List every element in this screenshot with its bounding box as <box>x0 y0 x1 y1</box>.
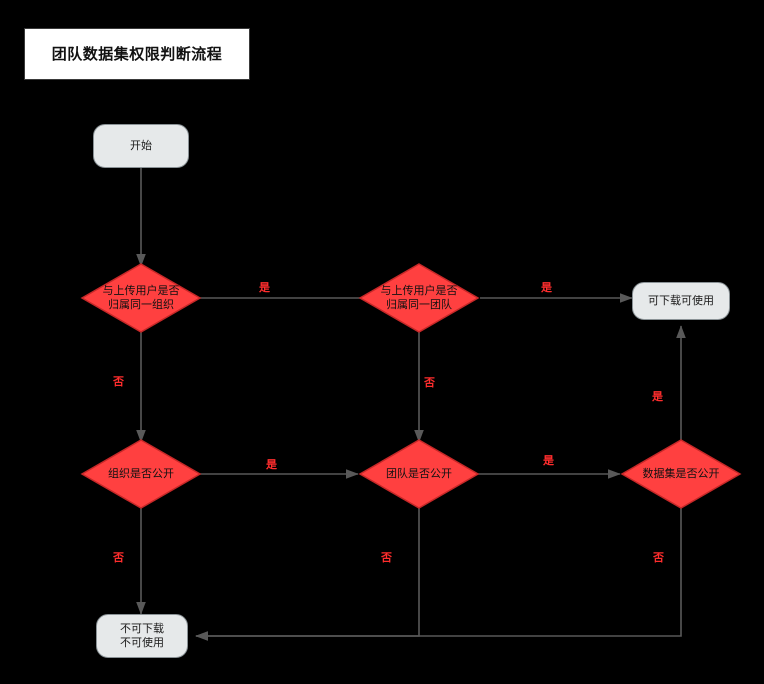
diamond-shape <box>620 439 742 509</box>
edge-label-same-team-yes: 是 <box>541 281 552 294</box>
edge-data-public-no <box>195 506 682 641</box>
edge-label-data-public-yes: 是 <box>652 390 663 403</box>
edge-team-public-no <box>195 506 420 641</box>
edge-label-team-public-no: 否 <box>381 551 392 564</box>
edge-label-data-public-no: 否 <box>653 551 664 564</box>
diagram-title: 团队数据集权限判断流程 <box>24 28 250 80</box>
edge-label-org-public-no: 否 <box>113 551 124 564</box>
edge-label-team-public-yes: 是 <box>543 454 554 467</box>
edge-label-same-team-no: 否 <box>424 376 435 389</box>
diamond-shape <box>358 439 480 509</box>
edge-label-org-public-yes: 是 <box>266 458 277 471</box>
node-team-public[interactable]: 团队是否公开 <box>358 438 480 510</box>
node-dataset-public[interactable]: 数据集是否公开 <box>620 438 742 510</box>
node-start[interactable]: 开始 <box>93 124 189 168</box>
diamond-shape <box>358 263 480 333</box>
edge-label-same-org-no: 否 <box>113 375 124 388</box>
node-same-organization[interactable]: 与上传用户是否 归属同一组织 <box>80 262 202 334</box>
node-deny[interactable]: 不可下载 不可使用 <box>96 614 188 658</box>
edge-label-same-org-yes: 是 <box>259 281 270 294</box>
diamond-shape <box>80 263 202 333</box>
diamond-shape <box>80 439 202 509</box>
node-allow[interactable]: 可下载可使用 <box>632 282 730 320</box>
node-same-team[interactable]: 与上传用户是否 归属同一团队 <box>358 262 480 334</box>
node-organization-public[interactable]: 组织是否公开 <box>80 438 202 510</box>
